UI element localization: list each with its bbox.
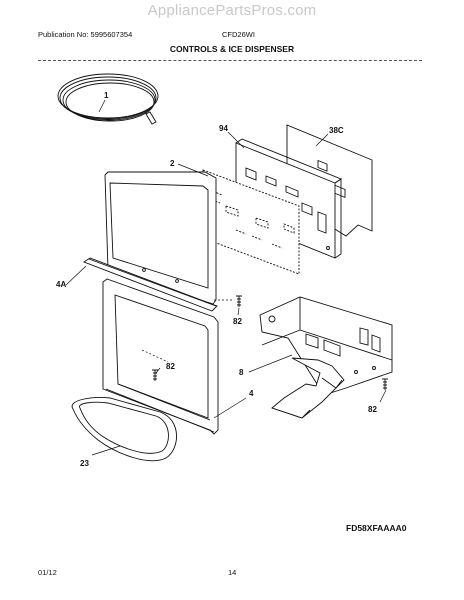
diagram-code: FD58XFAAAA0 [346,523,407,533]
watermark: AppliancePartsPros.com [147,2,317,19]
callout-2: 2 [170,159,175,168]
header-divider [38,60,422,61]
part-ice-dispenser-assembly [259,296,393,419]
part-trim-strip [83,257,218,312]
part-drip-tray [71,397,177,462]
page-number: 14 [228,568,237,577]
callout-94: 94 [219,124,228,133]
part-dispenser-frame [102,278,219,435]
callout-23: 23 [80,459,89,468]
part-screw-upper [236,295,242,307]
callout-38c: 38C [329,126,344,135]
leader-lines [65,99,387,456]
callout-1: 1 [104,91,109,100]
callout-82-lower: 82 [368,405,377,414]
model-number: CFD26WI [222,30,255,39]
callout-8: 8 [239,368,244,377]
footer-date: 01/12 [38,568,57,577]
callout-82-upper: 82 [233,317,242,326]
callout-82-middle: 82 [166,362,175,371]
part-screw-lower [382,378,388,390]
alignment-lines [141,299,232,363]
page-title: CONTROLS & ICE DISPENSER [169,44,295,54]
part-tubing-coil [57,73,159,125]
publication-number: Publication No: 5995607354 [38,30,133,39]
callout-4: 4 [249,389,254,398]
callout-4a: 4A [56,280,66,289]
